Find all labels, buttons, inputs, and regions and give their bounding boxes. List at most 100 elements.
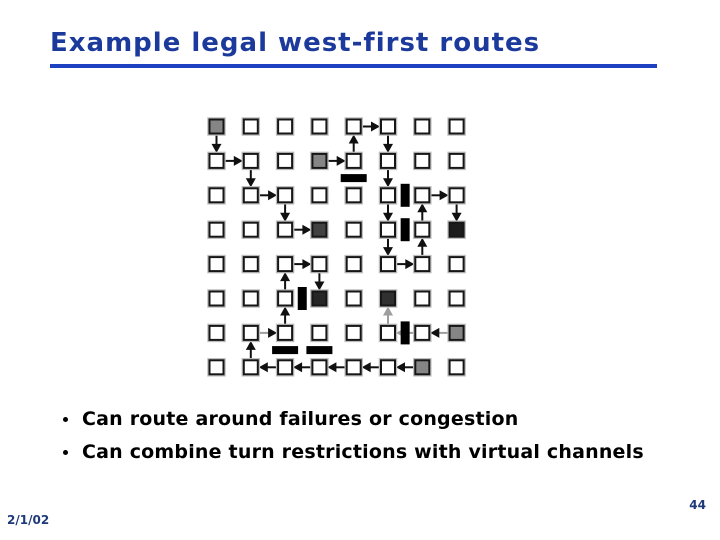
grid-node-halo <box>207 323 226 343</box>
route-arrowhead <box>396 327 405 338</box>
bullet-dot <box>63 417 68 422</box>
grid-node-c5-r2 <box>345 152 362 169</box>
bullet-text: Can combine turn restrictions with virtu… <box>82 441 644 463</box>
grid-node-halo <box>310 186 329 205</box>
grid-node-halo <box>413 220 432 239</box>
grid-node-c6-r1 <box>380 118 396 135</box>
grid-node-halo <box>310 289 329 308</box>
bullet-list: Can route around failures or congestion … <box>63 403 644 469</box>
route-arrowhead <box>361 362 371 373</box>
grid-node-c6-r8 <box>380 359 396 376</box>
grid-node-c4-r1 <box>311 118 328 135</box>
grid-node-c8-r1 <box>448 118 465 135</box>
grid-node-halo <box>310 323 329 343</box>
route-arrowhead <box>383 247 393 257</box>
grid-node-c4-r5 <box>311 256 328 273</box>
grid-node-halo <box>413 358 432 377</box>
grid-destination-node-c4-r4 <box>311 221 328 238</box>
grid-node-halo <box>344 358 363 377</box>
slide-title: Example legal west-first routes <box>50 28 541 58</box>
route-arrowhead <box>280 272 291 282</box>
grid-node-c3-r7 <box>277 324 294 341</box>
grid-node-c2-r5 <box>242 256 259 273</box>
grid-node-c8-r3 <box>448 187 465 204</box>
grid-node-c2-r4 <box>242 221 259 238</box>
route-arrowhead <box>417 203 428 213</box>
grid-node-halo <box>275 220 295 239</box>
grid-node-halo <box>344 323 363 343</box>
grid-source-node-c1-r1 <box>208 118 225 135</box>
grid-node-halo <box>378 186 398 205</box>
route-arrowhead <box>383 178 393 188</box>
grid-destination-node-c8-r4 <box>448 221 465 238</box>
grid-node-c5-r8 <box>345 359 362 376</box>
grid-node-c1-r8 <box>208 359 225 376</box>
grid-node-c3-r5 <box>277 256 294 273</box>
grid-node-c2-r7 <box>242 324 259 341</box>
grid-node-c5-r6 <box>345 290 362 307</box>
grid-node-halo <box>275 186 295 205</box>
route-arrowhead <box>417 237 428 247</box>
route-arrowhead <box>258 362 268 373</box>
grid-node-halo <box>241 117 261 136</box>
grid-node-c2-r3 <box>242 187 259 204</box>
grid-node-halo <box>447 186 466 205</box>
grid-node-halo <box>207 117 226 136</box>
grid-node-c2-r2 <box>242 152 259 169</box>
grid-node-c7-r5 <box>414 256 431 273</box>
grid-node-halo <box>344 117 363 136</box>
grid-destination-node-c6-r6 <box>380 290 396 307</box>
grid-node-halo <box>207 358 226 377</box>
route-arrowhead <box>233 155 243 166</box>
grid-node-halo <box>378 289 398 308</box>
grid-node-c2-r6 <box>242 290 259 307</box>
grid-node-halo <box>207 220 226 239</box>
grid-node-halo <box>447 289 466 308</box>
grid-node-halo <box>207 151 226 171</box>
grid-node-halo <box>413 289 432 308</box>
bullet-dot <box>63 450 68 455</box>
route-arrowhead <box>439 190 449 201</box>
failed-link-bar <box>400 218 410 242</box>
failed-link-bar <box>400 321 410 345</box>
grid-source-node-c8-r7 <box>448 324 465 341</box>
grid-node-halo <box>413 254 432 274</box>
grid-node-c2-r1 <box>242 118 259 135</box>
grid-node-c1-r7 <box>208 324 225 341</box>
bullet-item: Can route around failures or congestion <box>63 403 644 436</box>
grid-node-c3-r8 <box>277 359 294 376</box>
route-arrowhead <box>336 155 346 166</box>
route-arrowhead <box>451 212 462 222</box>
grid-node-c1-r5 <box>208 256 225 273</box>
page-number: 44 <box>689 498 706 512</box>
grid-node-c5-r3 <box>345 187 362 204</box>
grid-node-halo <box>413 186 432 205</box>
grid-node-halo <box>378 254 398 274</box>
grid-node-c5-r5 <box>345 256 362 273</box>
grid-node-halo <box>310 151 329 171</box>
route-arrowhead <box>280 306 291 316</box>
grid-node-halo <box>344 186 363 205</box>
route-arrowhead <box>371 121 380 132</box>
grid-node-halo <box>344 289 363 308</box>
route-arrowhead <box>302 224 312 235</box>
route-arrowhead <box>245 340 256 350</box>
grid-node-c7-r2 <box>414 152 431 169</box>
bullet-text: Can route around failures or congestion <box>82 408 519 430</box>
grid-node-halo <box>310 254 329 274</box>
grid-node-c1-r4 <box>208 221 225 238</box>
bullet-item: Can combine turn restrictions with virtu… <box>63 436 644 469</box>
grid-node-c6-r2 <box>380 152 396 169</box>
grid-node-halo <box>344 220 363 239</box>
route-arrowhead <box>327 362 337 373</box>
grid-node-halo <box>275 151 295 171</box>
grid-node-c4-r8 <box>311 359 328 376</box>
route-arrowhead <box>293 362 303 373</box>
failed-link-bar <box>400 183 410 207</box>
failed-link-bar <box>272 346 299 355</box>
route-arrowhead <box>314 281 325 291</box>
grid-node-halo <box>447 220 466 239</box>
grid-node-c3-r2 <box>277 152 294 169</box>
grid-source-node-c4-r2 <box>311 152 328 169</box>
failed-link-bar <box>297 287 307 310</box>
